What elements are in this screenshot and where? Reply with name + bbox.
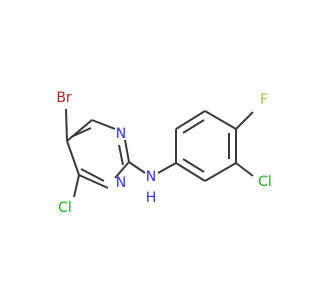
atom-nh-h-label: H	[146, 190, 157, 206]
bond-c5-c6	[66, 119, 93, 142]
bond-nh-c1prime	[157, 162, 177, 174]
atom-cl-pyrimidine-label: Cl	[58, 200, 72, 216]
bond-n3-c4-double	[80, 168, 105, 182]
bond-n3-c4	[78, 174, 109, 189]
bond-c5-c6-double	[70, 127, 92, 138]
atom-n-ring-bottom-label: N	[116, 175, 126, 191]
bond-c5-c6-phenyl	[204, 162, 237, 182]
bond-c4-c5	[66, 140, 80, 176]
bond-c2-c3-phenyl	[175, 110, 206, 130]
bond-c2-n3	[114, 161, 130, 179]
bond-c4-f	[235, 111, 254, 130]
bond-c5-br	[65, 108, 68, 142]
bond-c3-c4-phenyl	[204, 110, 237, 130]
bond-c5-cl	[235, 162, 254, 177]
bond-c4-cl	[73, 174, 80, 198]
bond-c6-c1-phenyl-double	[182, 158, 205, 173]
bond-n1-c2-double	[118, 144, 124, 166]
bond-c2-nh	[128, 161, 146, 174]
atom-n-ring-top-label: N	[116, 126, 126, 142]
atom-cl-phenyl-label: Cl	[258, 174, 272, 190]
atom-br-label: Br	[56, 90, 72, 106]
atom-nh-n-label: N	[146, 169, 156, 185]
bond-c2-c3-phenyl-double	[182, 119, 205, 134]
molecule-structure: Br Cl N N N H F Cl	[56, 90, 272, 216]
atom-f-label: F	[260, 92, 268, 108]
bond-n1-c2	[124, 139, 130, 163]
bond-c6-n1	[91, 119, 116, 130]
bond-c6-c1-phenyl	[175, 162, 206, 182]
